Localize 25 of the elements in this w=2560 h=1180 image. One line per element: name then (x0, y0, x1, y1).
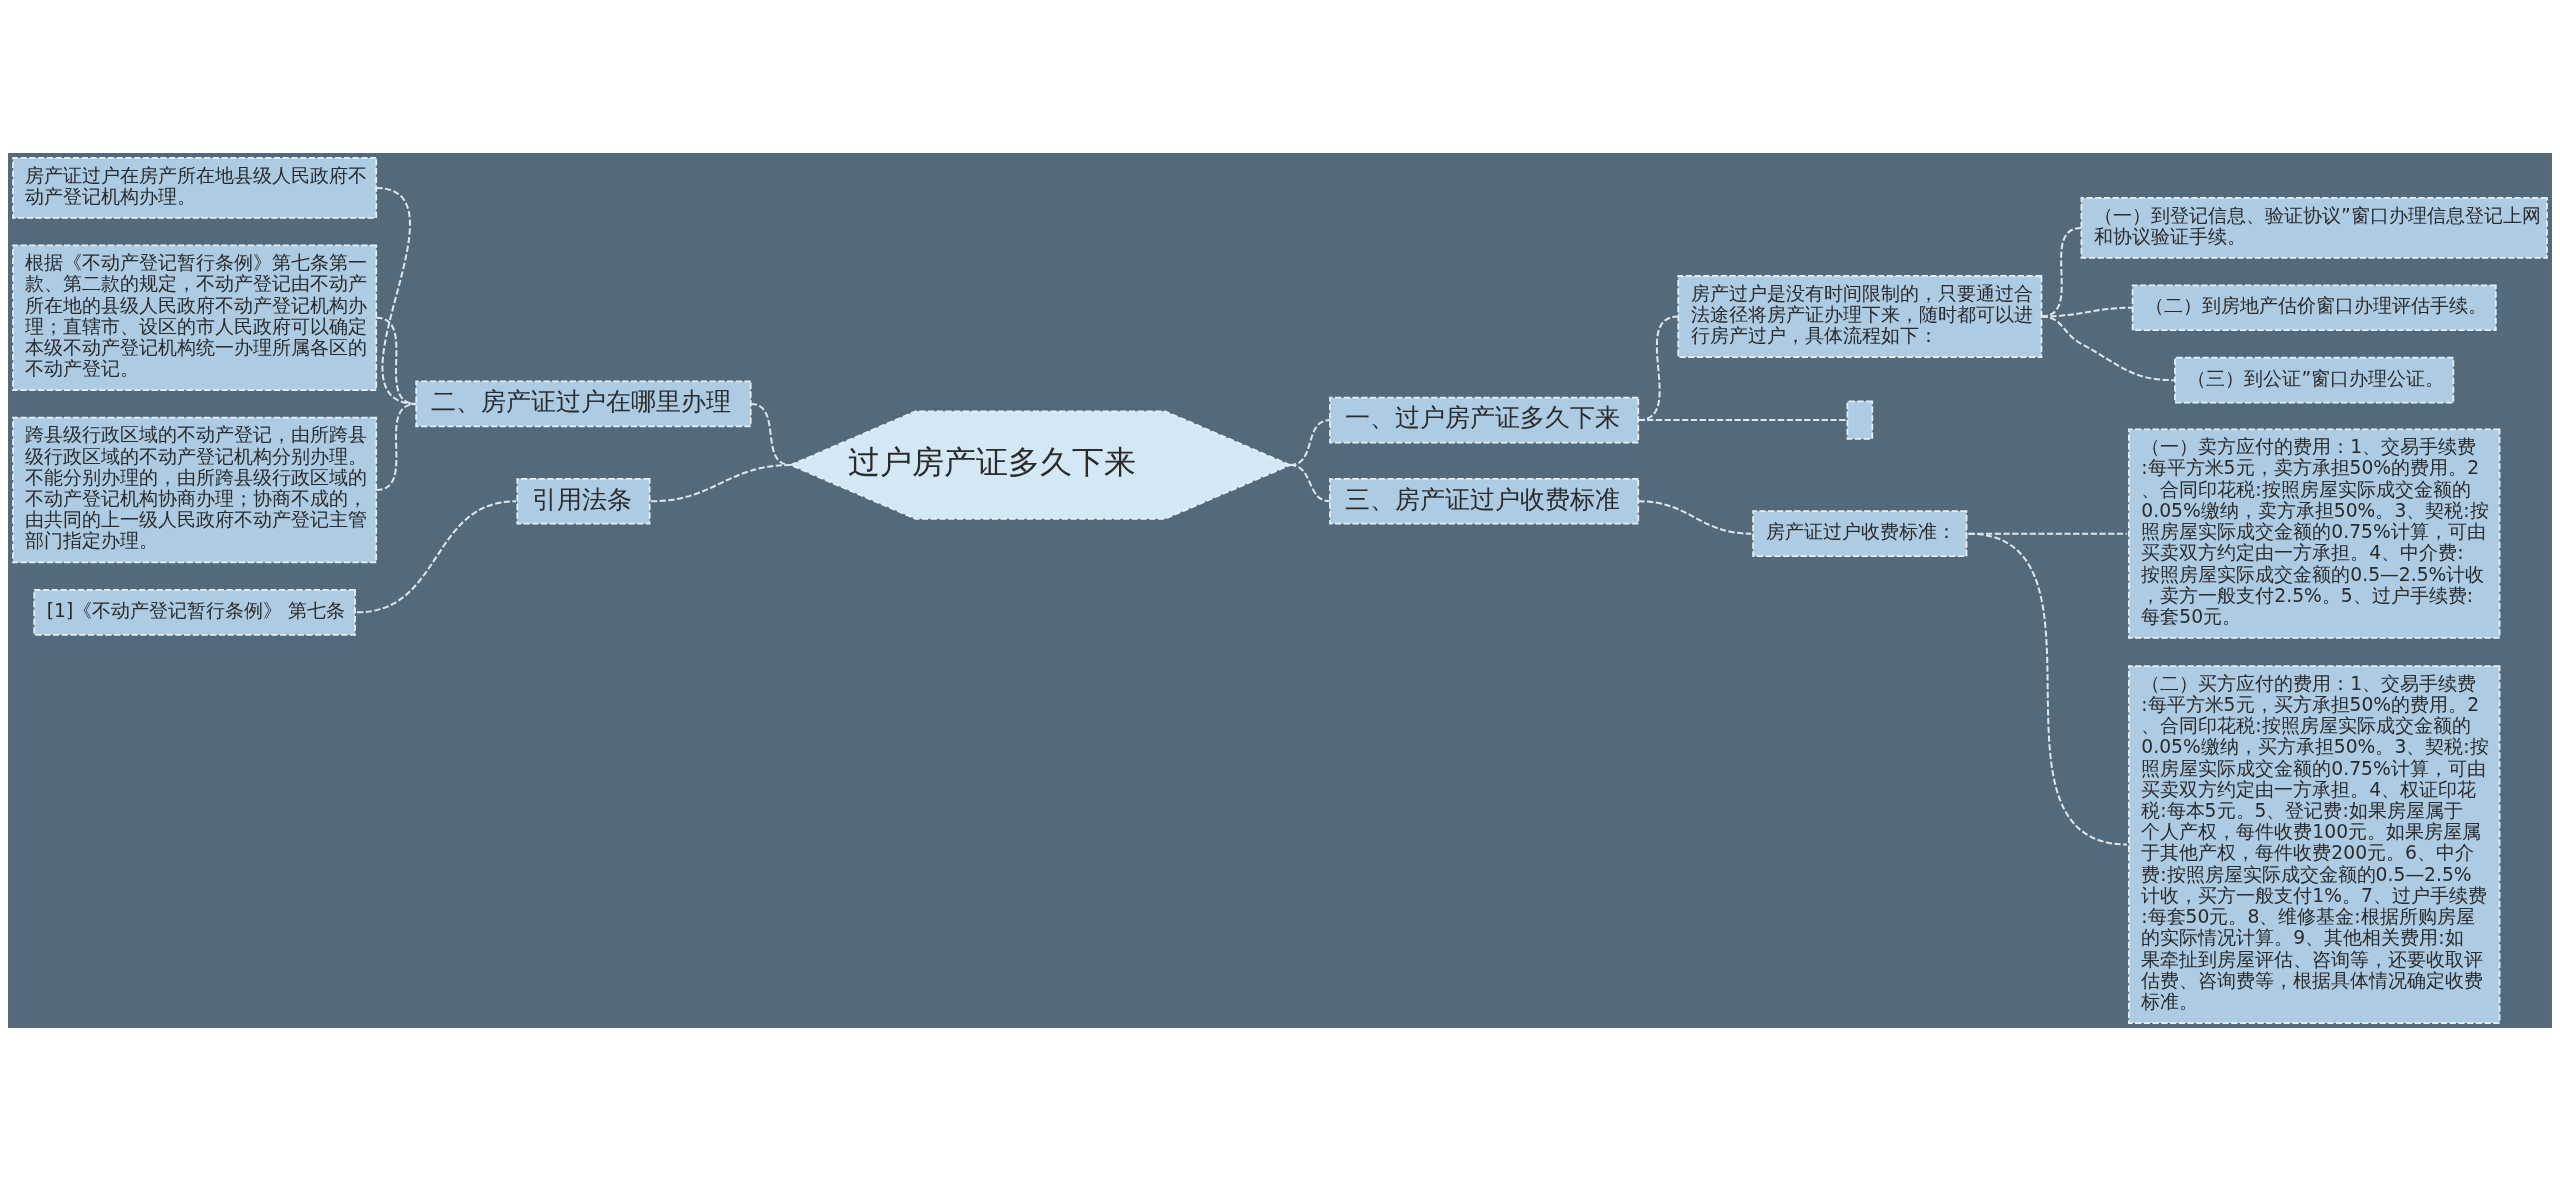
connector (375, 402, 418, 491)
node-box: （一）到登记信息、验证协议”窗口办理信息登记上网和协议验证手续。 (2080, 196, 2548, 259)
node-box: 房产证过户收费标准： (1752, 509, 1968, 557)
connector (2040, 315, 2176, 381)
node-box: 三、房产证过户收费标准 (1329, 477, 1640, 525)
connector (2040, 306, 2133, 317)
connector (1637, 499, 1753, 535)
node-box: （二）买方应付的费用：1、交易手续费:每平方米5元，买方承担50%的费用。2、合同印花税:按照房屋实际成交金额的0.05%缴纳，买方承担50%。3、契税:按照房屋实际成交金额的0.75%计算，可由买卖双方约定由一方承担。4、权证印花税:每本5元。5、登记费:如果房屋属于个人产权，每件收费100元。如果房屋属于其他产权，每件收费200元。6、中介费:按照房屋实际成交金额的0.5—2.5%计收，买方一般支付1%。7、过户手续费:每套50元。8、维修基金:根据所购房屋的实际情况计算。9、其他相关费用:如果牵扯到房屋评估、咨询等，还要收取评估费、咨询费等，根据具体情况确定收费标准。 (2127, 664, 2501, 1024)
node-box: （二）到房地产估价窗口办理评估手续。 (2131, 283, 2497, 331)
node-box: 引用法条 (516, 477, 651, 525)
connector (2040, 226, 2083, 317)
node-box: 根据《不动产登记暂行条例》第七条第一款、第二款的规定，不动产登记由不动产所在地的县级人民政府不动产登记机构办理；直辖市、设区的市人民政府可以确定本级不动产登记机构统一办理所属各区的不动产登记。 (12, 244, 378, 391)
connector (355, 499, 518, 613)
node-box: 跨县级行政区域的不动产登记，由所跨县级行政区域的不动产登记机构分别办理。不能分别办理的，由所跨县级行政区域的不动产登记机构协商办理；协商不成的，由共同的上一级人民政府不动产登记主管部门指定办理。 (12, 416, 378, 563)
node-box: 房产证过户在房产所在地县级人民政府不动产登记机构办理。 (12, 156, 378, 219)
node-box: 一、过户房产证多久下来 (1329, 396, 1640, 443)
node-box: [1]《不动产登记暂行条例》 第七条 (33, 588, 356, 636)
node-box (1846, 400, 1874, 440)
node-box: （三）到公证”窗口办理公证。 (2174, 356, 2455, 403)
node-box: 房产过户是没有时间限制的，只要通过合法途径将房产证办理下来，随时都可以进行房产过户，具体流程如下： (1677, 274, 2043, 358)
connector (649, 463, 792, 502)
node-box: （一）卖方应付的费用：1、交易手续费:每平方米5元，卖方承担50%的费用。2、合同印花税:按照房屋实际成交金额的0.05%缴纳，卖方承担50%。3、契税:按照房屋实际成交金额的0.75%计算，可由买卖双方约定由一方承担。4、中介费:按照房屋实际成交金额的0.5—2.5%计收，卖方一般支付2.5%。5、过户手续费:每套50元。 (2127, 428, 2501, 639)
node-box: 二、房产证过户在哪里办理 (415, 380, 752, 427)
connector (1289, 463, 1331, 502)
connector (1967, 532, 2128, 845)
